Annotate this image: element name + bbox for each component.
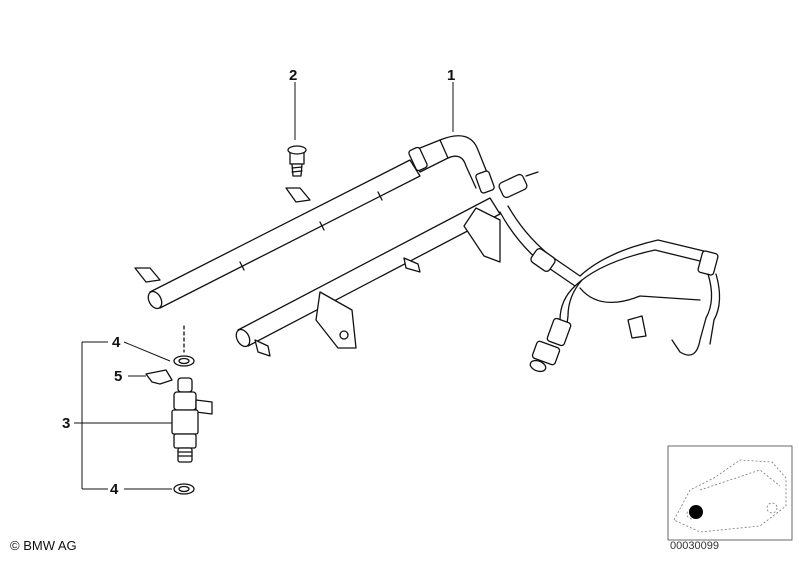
o-ring-lower [173,483,195,495]
fuel-rail-lower [235,171,539,357]
callout-5: 5 [114,368,122,385]
car-location-thumbnail [667,445,793,541]
callout-1: 1 [447,67,455,84]
bolt [287,145,307,177]
leader-lines [74,82,454,490]
o-ring-upper [173,355,195,367]
callout-4-upper: 4 [112,334,121,351]
diagram-number: 00030099 [670,540,719,552]
callout-2: 2 [289,67,297,84]
injector-assembly [145,325,213,495]
copyright-label: © BMW AG [10,538,77,553]
callout-3: 3 [62,415,70,432]
fuel-rail-upper [134,135,495,310]
location-marker [689,505,703,519]
callout-4-lower: 4 [110,481,119,498]
clip [145,369,173,385]
fuel-feed-line [499,205,721,373]
